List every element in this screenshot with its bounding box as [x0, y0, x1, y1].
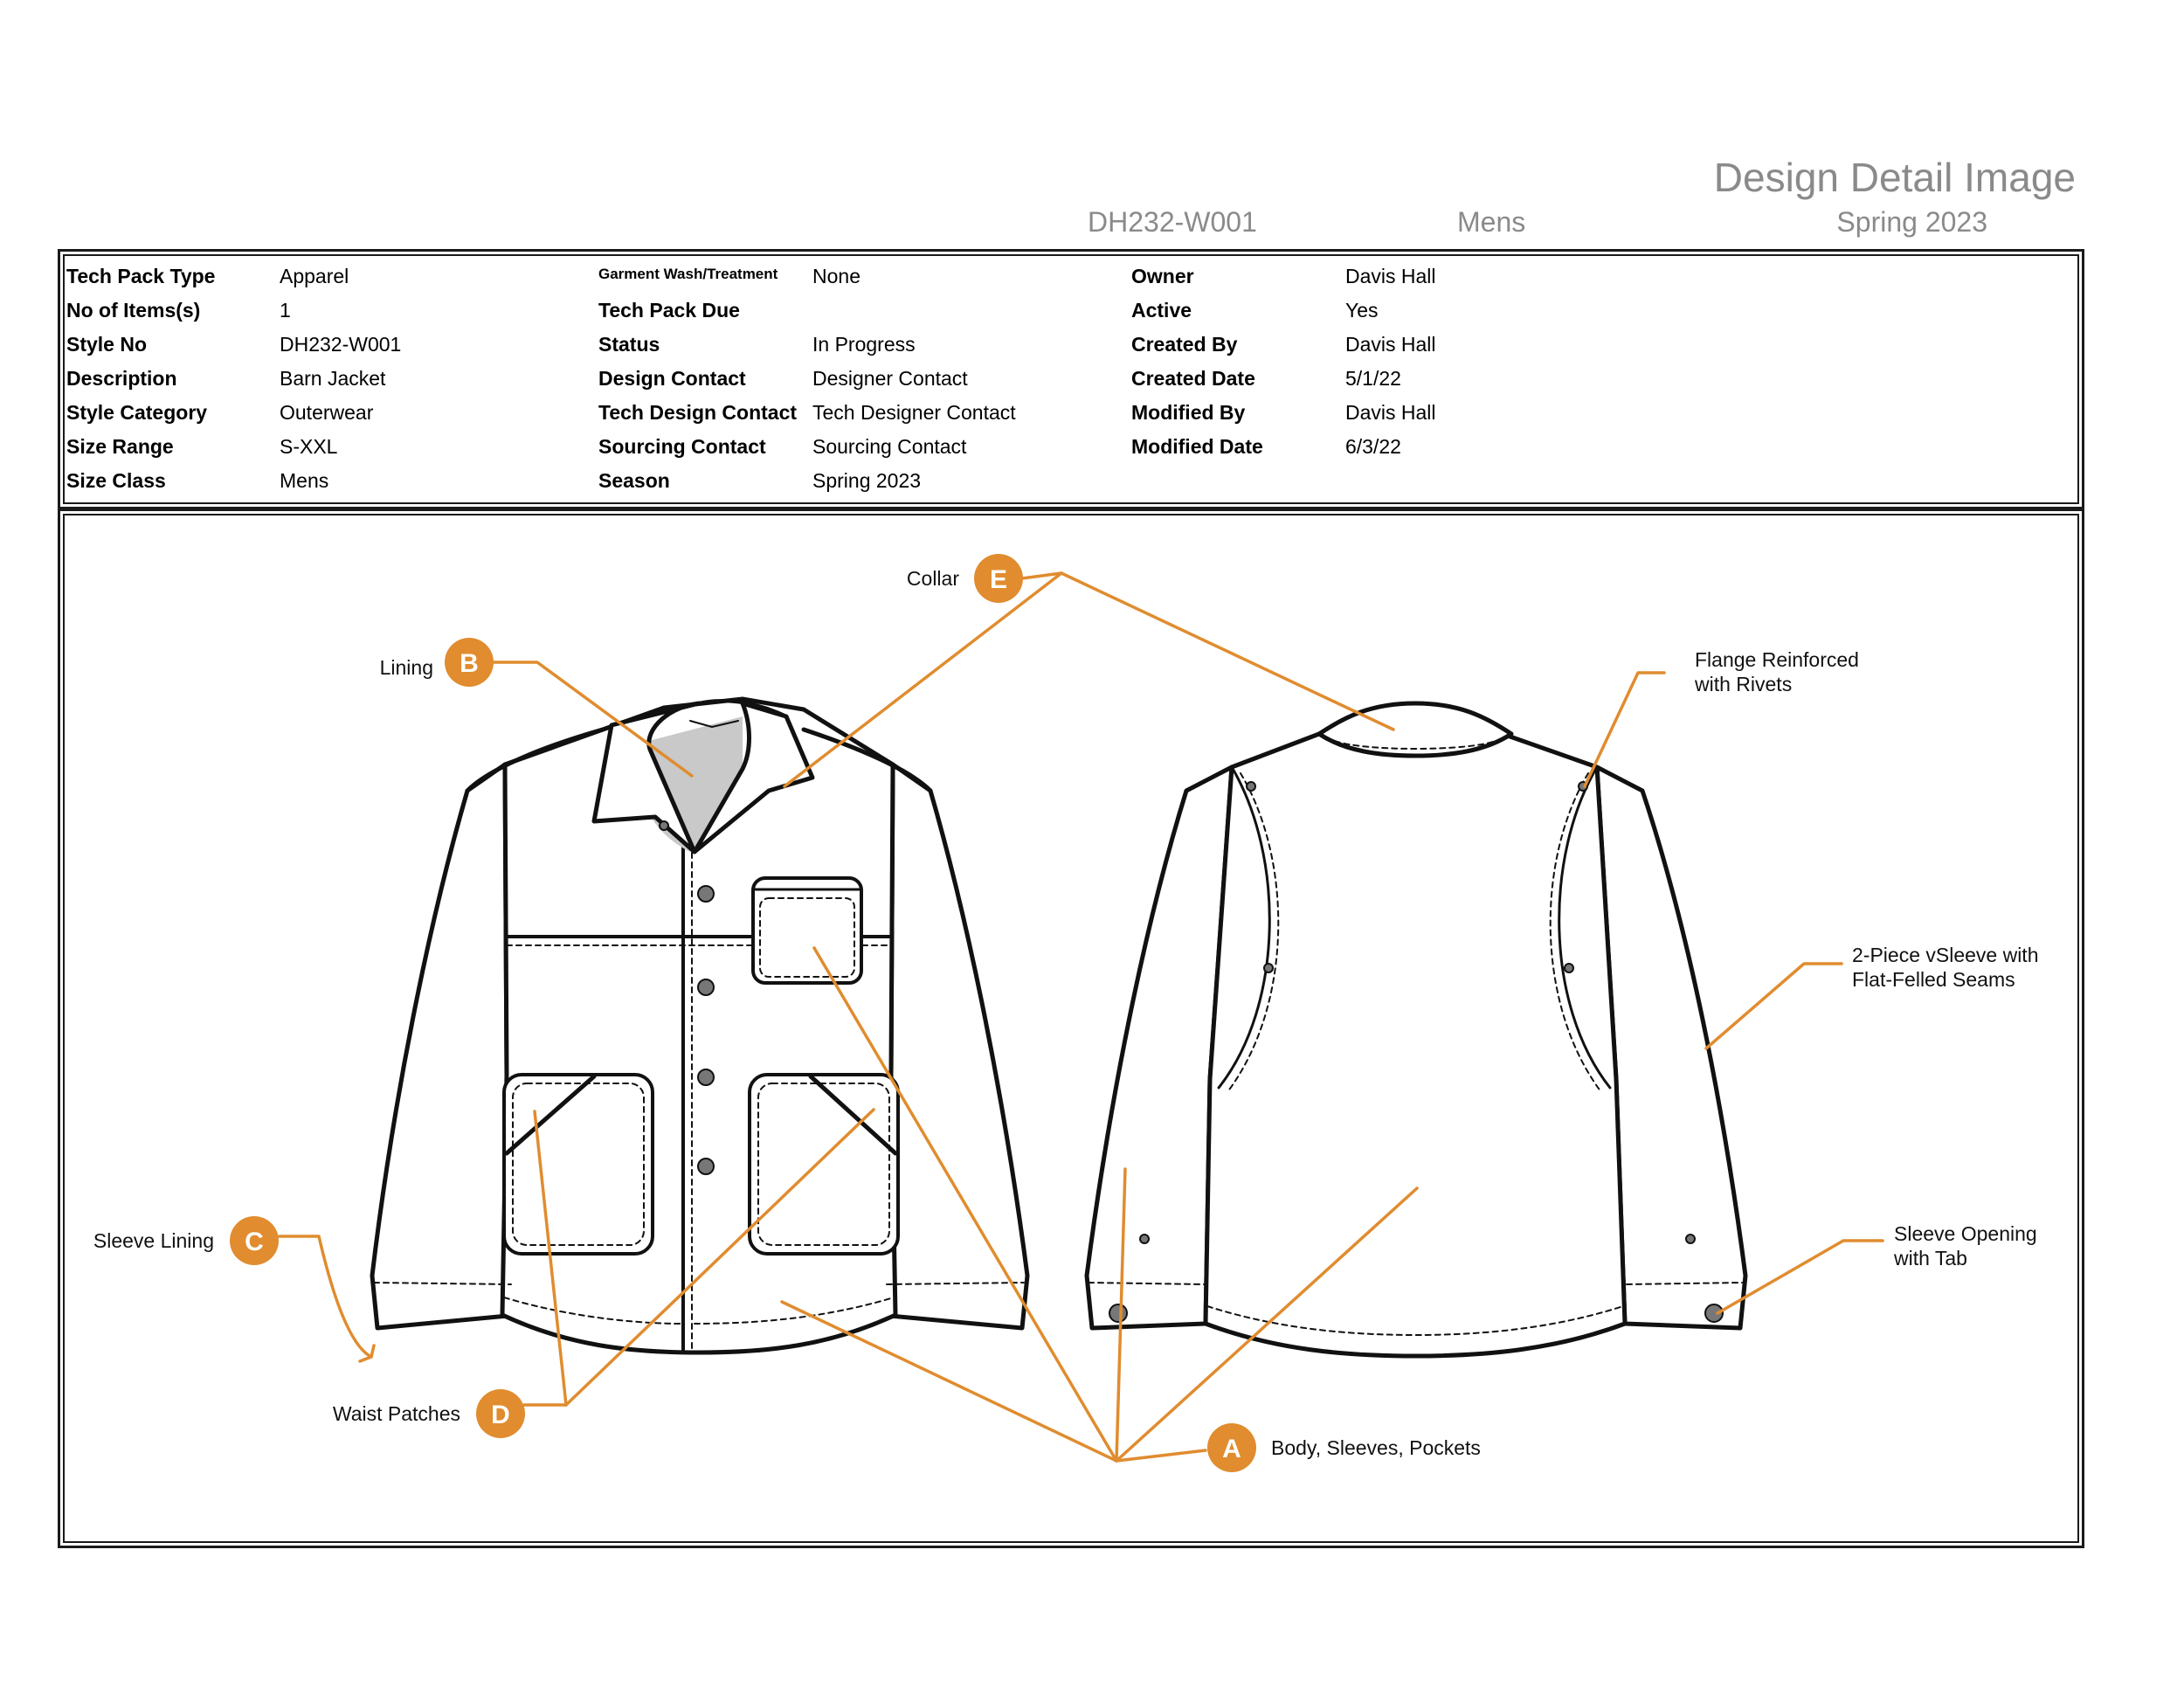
info-value: S-XXL [280, 435, 338, 458]
callout-body-label: Body, Sleeves, Pockets [1271, 1436, 1481, 1459]
info-label: Tech Pack Due [598, 299, 740, 322]
info-label: Created By [1131, 333, 1238, 356]
info-value: Davis Hall [1345, 401, 1436, 424]
badge-a: A [1207, 1423, 1256, 1472]
info-label: Season [598, 469, 670, 492]
info-label: Garment Wash/Treatment [598, 266, 778, 282]
info-label: Modified By [1131, 401, 1246, 424]
header-style-no: DH232-W001 [1088, 206, 1257, 238]
callout-lining-label: Lining [380, 656, 433, 679]
badge-d-letter: D [491, 1401, 510, 1429]
info-label: Sourcing Contact [598, 435, 766, 458]
info-value: Davis Hall [1345, 265, 1436, 287]
info-value: Tech Designer Contact [812, 401, 1016, 424]
info-value: Yes [1345, 299, 1379, 322]
info-value: In Progress [812, 333, 916, 356]
info-value: Spring 2023 [812, 469, 922, 492]
info-table-frame [58, 249, 2084, 509]
info-label: Design Contact [598, 367, 746, 390]
info-label: Created Date [1131, 367, 1255, 390]
front-jacket-illustration [370, 696, 1030, 1355]
info-label: No of Items(s) [66, 299, 201, 322]
info-label: Style No [66, 333, 148, 356]
info-label: Style Category [66, 401, 208, 424]
callout-leader-lines [278, 571, 1884, 1463]
info-value: 6/3/22 [1345, 435, 1401, 458]
info-label: Size Range [66, 435, 174, 458]
info-value: Sourcing Contact [812, 435, 967, 458]
header-size-class: Mens [1457, 206, 1526, 238]
callout-collar-label: Collar [907, 567, 959, 590]
info-value: Apparel [280, 265, 349, 287]
badge-a-letter: A [1222, 1435, 1241, 1463]
info-label: Modified Date [1131, 435, 1263, 458]
badge-d: D [476, 1389, 525, 1438]
callout-sleeve-seams-line1: 2-Piece vSleeve with [1852, 944, 2039, 966]
badge-c-letter: C [245, 1228, 264, 1256]
callout-sleeve-opening-line1: Sleeve Opening [1894, 1222, 2037, 1245]
info-label: Tech Pack Type [66, 265, 216, 287]
info-value: 1 [280, 299, 291, 322]
info-value: Designer Contact [812, 367, 968, 390]
info-label: Tech Design Contact [598, 401, 798, 424]
page-title: Design Detail Image [1713, 155, 2076, 200]
badge-e: E [974, 554, 1023, 603]
callout-sleeve-lining-label: Sleeve Lining [93, 1229, 214, 1252]
info-label: Active [1131, 299, 1192, 322]
info-value: 5/1/22 [1345, 367, 1401, 390]
callout-waist-patches-label: Waist Patches [333, 1402, 460, 1425]
badge-b: B [445, 638, 494, 687]
header-season: Spring 2023 [1836, 206, 1987, 238]
back-jacket-illustration [1084, 701, 1748, 1359]
callout-sleeve-opening-line2: with Tab [1893, 1247, 1967, 1269]
info-value: Mens [280, 469, 329, 492]
info-value: Barn Jacket [280, 367, 386, 390]
info-label: Owner [1131, 265, 1194, 287]
info-value: Davis Hall [1345, 333, 1436, 356]
badge-e-letter: E [990, 565, 1007, 594]
drawing-frame [58, 508, 2084, 1548]
info-label: Size Class [66, 469, 166, 492]
badge-c: C [230, 1216, 279, 1265]
info-label: Status [598, 333, 660, 356]
badge-b-letter: B [460, 649, 479, 678]
info-value: DH232-W001 [280, 333, 402, 356]
callout-flange-line2: with Rivets [1694, 673, 1792, 695]
callout-flange-line1: Flange Reinforced [1695, 648, 1859, 671]
callout-sleeve-seams-line2: Flat-Felled Seams [1852, 968, 2015, 991]
info-value: None [812, 265, 860, 287]
info-label: Description [66, 367, 177, 390]
info-value: Outerwear [280, 401, 374, 424]
